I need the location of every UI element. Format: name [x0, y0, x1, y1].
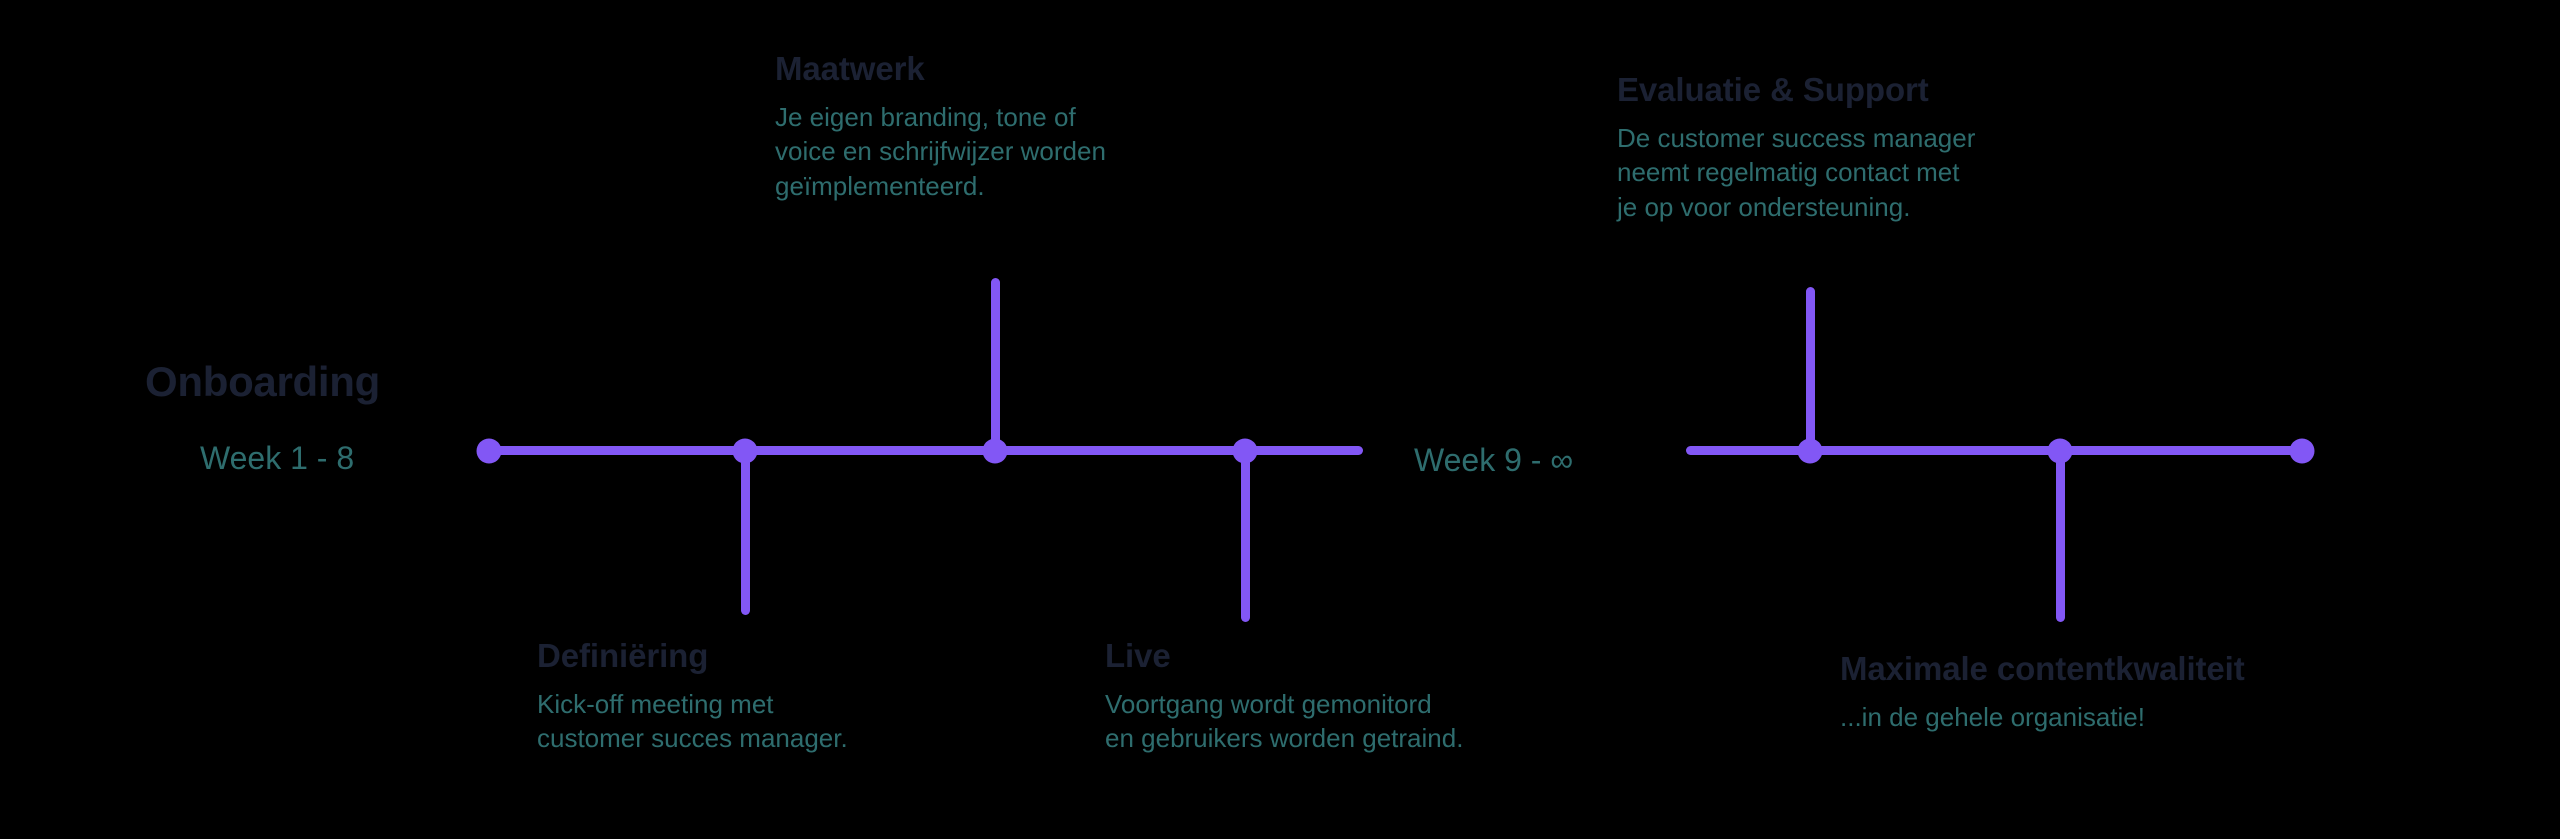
milestone-evaluatie-support-heading: Evaluatie & Support	[1617, 71, 1929, 108]
milestone-live-heading: Live	[1105, 637, 1171, 674]
timeline-node-start[interactable]	[476, 438, 502, 464]
timeline-rail-ongoing	[1686, 446, 2302, 455]
connector-stem-evaluatie	[1806, 287, 1815, 454]
milestone-evaluatie-support-body: De customer success manager neemt regelm…	[1617, 122, 1976, 222]
phase-weeks-onboarding: Week 1 - 8	[200, 440, 355, 476]
milestone-maximale-contentkwaliteit-heading: Maximale contentkwaliteit	[1840, 650, 2245, 687]
timeline-node-evaluatie[interactable]	[1797, 438, 1823, 464]
milestone-maximale-contentkwaliteit: Maximale contentkwaliteit ...in de gehel…	[1840, 650, 2340, 734]
milestone-maatwerk-body: Je eigen branding, tone of voice en schr…	[775, 101, 1106, 201]
timeline-node-maatwerk[interactable]	[982, 438, 1008, 464]
milestone-maatwerk-heading: Maatwerk	[775, 50, 925, 87]
milestone-definiering: Definiëring Kick-off meeting met custome…	[537, 637, 977, 756]
connector-stem-maximale	[2056, 450, 2065, 622]
timeline-node-maximale[interactable]	[2047, 438, 2073, 464]
timeline-node-live[interactable]	[1232, 438, 1258, 464]
timeline-node-definiering[interactable]	[732, 438, 758, 464]
timeline-rail-onboarding	[487, 446, 1363, 455]
milestone-definiering-heading: Definiëring	[537, 637, 709, 674]
milestone-definiering-body: Kick-off meeting met customer succes man…	[537, 688, 848, 754]
milestone-live: Live Voortgang wordt gemonitord en gebru…	[1105, 637, 1575, 756]
timeline-node-end[interactable]	[2289, 438, 2315, 464]
milestone-evaluatie-support: Evaluatie & Support De customer success …	[1617, 71, 2107, 224]
connector-stem-maatwerk	[991, 278, 1000, 454]
milestone-maximale-contentkwaliteit-body: ...in de gehele organisatie!	[1840, 701, 2145, 732]
milestone-live-body: Voortgang wordt gemonitord en gebruikers…	[1105, 688, 1464, 754]
phase-label-onboarding: Onboarding	[145, 358, 380, 405]
milestone-maatwerk: Maatwerk Je eigen branding, tone of voic…	[775, 50, 1245, 203]
connector-stem-live	[1241, 450, 1250, 622]
connector-stem-definiering	[741, 450, 750, 615]
phase-weeks-ongoing: Week 9 - ∞	[1414, 442, 1574, 478]
